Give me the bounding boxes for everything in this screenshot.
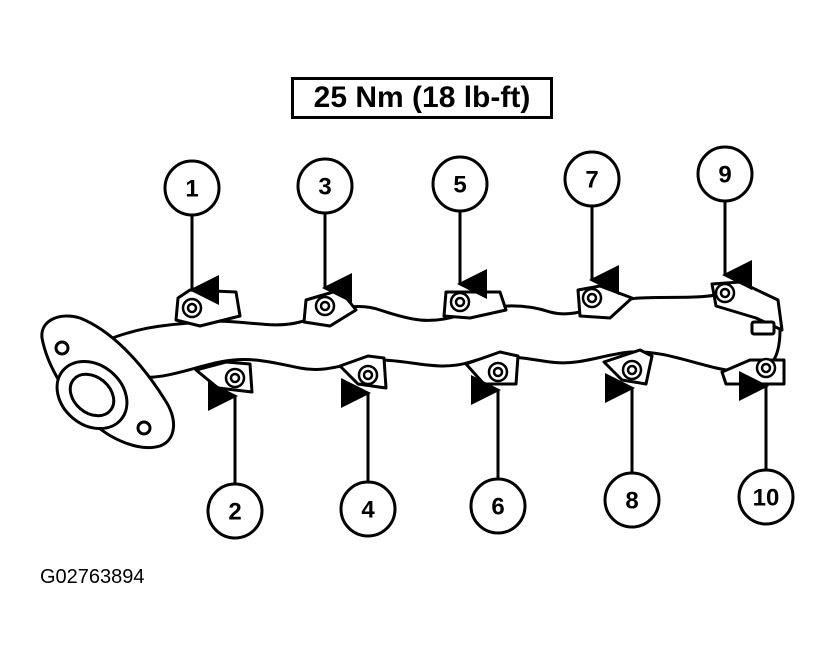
callout-label-8: 8 [625, 488, 638, 515]
callouts [163, 145, 795, 540]
callout-label-3: 3 [318, 174, 331, 201]
callout-label-10: 10 [753, 485, 780, 512]
callout-10 [737, 468, 795, 526]
exhaust-manifold [40, 280, 786, 450]
callout-5 [431, 155, 489, 213]
callout-label-1: 1 [185, 176, 198, 203]
callout-label-2: 2 [228, 499, 241, 526]
callout-2 [206, 482, 264, 540]
callout-label-5: 5 [453, 172, 466, 199]
callout-1 [163, 159, 221, 217]
callout-6 [469, 477, 527, 535]
callout-arrows [189, 200, 769, 484]
callout-label-4: 4 [361, 497, 375, 524]
callout-label-6: 6 [491, 494, 504, 521]
figure-id: G02763894 [40, 566, 145, 588]
callout-label-9: 9 [718, 162, 731, 189]
callout-3 [296, 157, 354, 215]
callout-9 [696, 145, 754, 203]
callout-numbers: 1 3 5 7 9 2 4 6 8 10 [185, 162, 779, 526]
callout-label-7: 7 [585, 167, 598, 194]
callout-4 [339, 480, 397, 538]
callout-8 [603, 471, 661, 529]
torque-spec-label: 25 Nm (18 lb-ft) [291, 77, 553, 119]
callout-7 [563, 150, 621, 208]
